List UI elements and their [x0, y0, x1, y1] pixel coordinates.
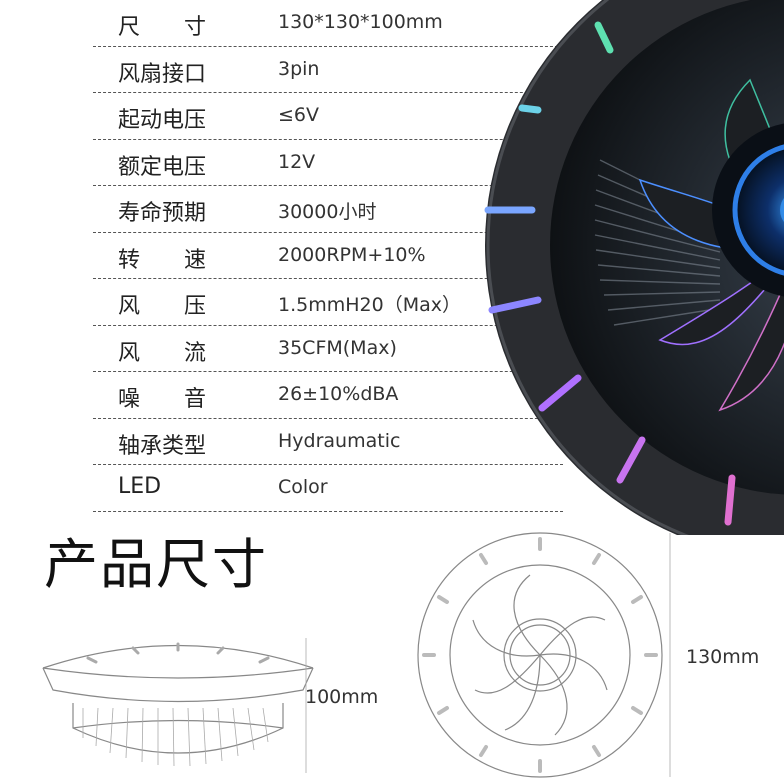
- spec-label: 轴承类型: [118, 433, 207, 459]
- spec-label: 尺 寸: [118, 15, 207, 40]
- spec-row: 轴承类型 Hydraumatic: [93, 419, 563, 465]
- spec-row: 寿命预期 30000小时: [93, 186, 563, 233]
- spec-value: 1.5mmH20（Max）: [278, 294, 461, 316]
- spec-value: Color: [278, 476, 328, 498]
- spec-label: 风扇接口: [118, 61, 207, 87]
- spec-row: LED Color: [93, 465, 563, 512]
- spec-label: 额定电压: [118, 154, 207, 180]
- spec-label: 起动电压: [118, 108, 207, 133]
- spec-row: 风扇接口 3pin: [93, 47, 563, 93]
- spec-value: 30000小时: [278, 201, 377, 223]
- spec-row: 额定电压 12V: [93, 140, 563, 186]
- spec-row: 尺 寸 130*130*100mm: [93, 0, 563, 47]
- top-view-drawing: [417, 532, 671, 778]
- spec-value: 2000RPM+10%: [278, 243, 426, 266]
- spec-row: 起动电压 ≤6V: [93, 93, 563, 140]
- side-view-drawing: [42, 638, 314, 773]
- spec-label: 寿命预期: [118, 201, 207, 226]
- spec-label: 风 流: [118, 340, 207, 366]
- spec-row: 噪 音 26±10%dBA: [93, 372, 563, 419]
- spec-value: ≤6V: [278, 104, 320, 126]
- width-dimension: 130mm: [686, 646, 760, 668]
- spec-value: 3pin: [278, 57, 320, 80]
- height-dimension: 100mm: [305, 686, 379, 708]
- spec-value: 35CFM(Max): [278, 336, 397, 359]
- spec-row: 风 压 1.5mmH20（Max）: [93, 279, 563, 326]
- spec-row: 转 速 2000RPM+10%: [93, 233, 563, 279]
- spec-table: 尺 寸 130*130*100mm 风扇接口 3pin 起动电压 ≤6V 额定电…: [93, 0, 563, 512]
- spec-label: 噪 音: [118, 387, 207, 412]
- spec-value: Hydraumatic: [278, 429, 401, 452]
- spec-value: 26±10%dBA: [278, 383, 399, 405]
- spec-label: 风 压: [118, 294, 207, 319]
- spec-row: 风 流 35CFM(Max): [93, 326, 563, 372]
- fan-product-image: [470, 0, 784, 535]
- spec-label: LED: [118, 474, 162, 499]
- spec-value: 130*130*100mm: [278, 11, 443, 33]
- spec-value: 12V: [278, 150, 316, 173]
- spec-label: 转 速: [118, 247, 207, 273]
- section-title: 产品尺寸: [44, 533, 268, 596]
